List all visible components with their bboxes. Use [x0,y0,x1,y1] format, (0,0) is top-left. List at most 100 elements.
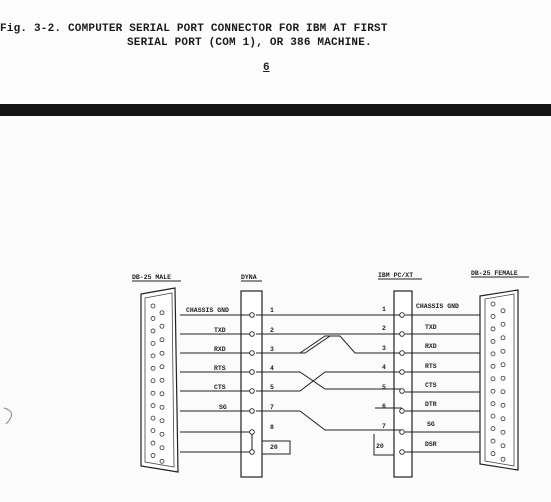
right-pin-6: 6 [382,403,386,410]
connector-pin [500,429,506,435]
connector-pin [159,458,165,464]
connector-pin [150,453,156,458]
connector-pin [500,321,506,327]
left-pin-3: 3 [270,346,274,353]
header-db25-female: DB-25 FEMALE [471,270,518,277]
connector-pin [150,303,156,309]
page-number: 6 [263,62,270,74]
upper-page: Fig. 3-2. COMPUTER SERIAL PORT CONNECTOR… [0,0,551,104]
left-pin-1: 1 [270,307,274,314]
left-label-rts: RTS [214,365,226,372]
right-label-rts: RTS [425,363,437,370]
lower-page [0,116,551,502]
terminal-dot [249,350,255,356]
connector-pin [150,403,156,409]
terminal-dot [249,429,255,435]
connector-pin [500,335,506,341]
right-label-txd: TXD [425,324,437,331]
connector-pin [490,451,496,456]
connector-pin [490,376,496,382]
right-label-dtr: DTR [425,401,437,408]
right-pin-5: 5 [382,384,386,391]
connector-pin [159,364,165,370]
right-label-sg: SG [427,421,435,428]
page-separator [0,104,551,116]
connector-pin [159,337,165,343]
connector-pin [490,413,496,419]
dyna-terminal-block [240,290,263,478]
connector-pin [159,391,165,397]
terminal-dot [399,331,405,337]
right-pin-1: 1 [382,306,386,313]
connector-pin [500,348,506,354]
terminal-dot [399,449,405,455]
connector-pin [150,316,156,321]
left-label-txd: TXD [214,327,226,334]
left-pin-4: 4 [270,365,274,372]
left-label-sg: SG [219,404,227,411]
left-pin-2: 2 [270,327,274,334]
connector-pin [490,301,496,307]
right-label-rxd: RXD [425,343,437,350]
left-pin-8: 8 [270,424,274,431]
connector-pin [490,363,496,369]
db25-male-connector [140,287,179,473]
terminal-dot [399,350,405,356]
connector-pin [500,389,506,395]
connector-pin [159,323,165,329]
connector-pin [490,438,496,444]
connector-pin [490,351,496,357]
db25-female-connector [479,289,519,471]
connector-pin [150,415,156,421]
left-pin-5: 5 [270,384,274,391]
serial-wiring-diagram: DB-25 MALE DYNA IBM PC/XT DB-25 FEMALE C… [132,270,529,478]
left-label-chassis-gnd: CHASSIS GND [186,307,229,314]
figure-caption-line-2: SERIAL PORT (COM 1), OR 386 MACHINE. [127,37,372,49]
connector-pin [150,328,156,334]
margin-arc-mark [3,407,12,425]
connector-pin [490,426,496,432]
terminal-dot [249,312,255,318]
connector-pin [500,443,506,449]
connector-pin [159,350,165,356]
left-pin-20: 20 [270,444,278,451]
connector-pin [500,362,506,368]
connector-pin [490,388,496,394]
connector-pin [490,338,496,344]
connector-pin [159,431,165,437]
right-pin-3: 3 [382,345,386,352]
left-pin-7: 7 [270,404,274,411]
connector-pin [150,428,156,434]
ibm-terminal-block [393,290,413,478]
terminal-dot [399,429,405,435]
right-label-chassis-gnd: CHASSIS GND [416,303,459,310]
right-pin-2: 2 [382,325,386,332]
connector-pin [500,416,506,422]
header-db25-male: DB-25 MALE [132,274,171,281]
terminal-dot [399,408,405,414]
connector-pin [159,310,165,316]
connector-pin [159,418,165,424]
connector-pin [500,308,506,314]
terminal-dot [399,312,405,318]
connector-pin [150,365,156,371]
connector-pin [150,390,156,396]
connector-pin [500,456,506,462]
terminal-dot [249,331,255,337]
terminal-points [249,312,405,455]
connector-pin [159,404,165,410]
terminal-dot [399,369,405,375]
header-dyna: DYNA [241,274,257,281]
terminal-dot [399,388,405,394]
connector-pin [490,401,496,407]
connector-pin [159,377,165,383]
header-ibm-pc-xt: IBM PC/XT [378,272,413,279]
right-label-cts: CTS [425,382,437,389]
right-label-dsr: DSR [425,441,437,448]
connector-pin [490,326,496,332]
connector-pin [150,378,156,384]
left-label-rxd: RXD [214,346,226,353]
wiring [180,314,480,456]
connector-pin [490,314,496,319]
right-pin-4: 4 [382,364,386,371]
